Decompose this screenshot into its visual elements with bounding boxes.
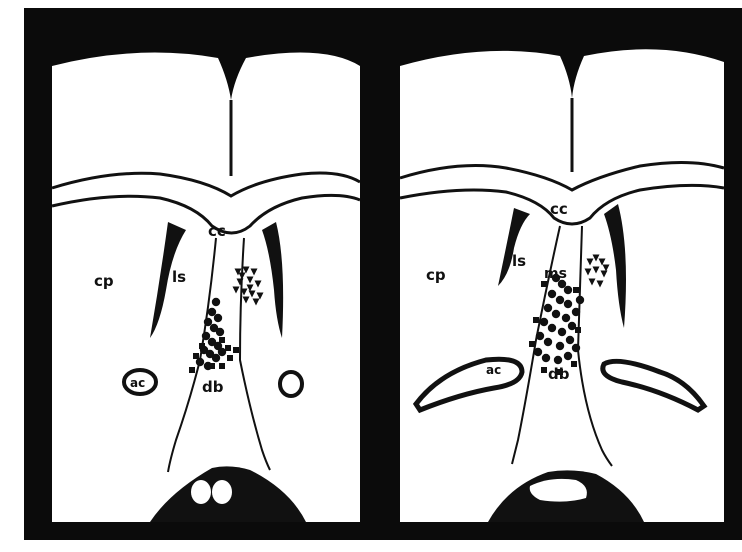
filled-circle-marker	[562, 314, 570, 322]
filled-square-marker	[225, 345, 231, 351]
filled-circle-marker	[540, 318, 548, 326]
filled-circle-marker	[556, 296, 564, 304]
filled-circle-marker	[566, 336, 574, 344]
filled-circle-marker	[214, 314, 222, 322]
filled-circle-marker	[576, 296, 584, 304]
filled-circle-marker	[548, 290, 556, 298]
filled-square-marker	[557, 369, 563, 375]
filled-square-marker	[529, 341, 535, 347]
filled-circle-marker	[208, 308, 216, 316]
left-label-db: db	[202, 378, 224, 396]
filled-square-marker	[571, 361, 577, 367]
filled-circle-marker	[556, 342, 564, 350]
filled-circle-marker	[544, 338, 552, 346]
left-base-opening-right	[212, 480, 232, 504]
filled-circle-marker	[564, 352, 572, 360]
left-label-ac: ac	[130, 376, 145, 390]
filled-square-marker	[541, 367, 547, 373]
filled-circle-marker	[552, 274, 560, 282]
filled-circle-marker	[564, 300, 572, 308]
filled-circle-marker	[572, 308, 580, 316]
filled-circle-marker	[558, 328, 566, 336]
left-label-ls: ls	[172, 268, 186, 286]
filled-square-marker	[209, 363, 215, 369]
filled-square-marker	[573, 287, 579, 293]
filled-square-marker	[189, 367, 195, 373]
filled-circle-marker	[202, 332, 210, 340]
filled-circle-marker	[536, 332, 544, 340]
filled-circle-marker	[544, 304, 552, 312]
filled-circle-marker	[218, 348, 226, 356]
filled-circle-marker	[196, 358, 204, 366]
filled-circle-marker	[212, 298, 220, 306]
right-label-cc: cc	[550, 200, 568, 218]
filled-circle-marker	[534, 348, 542, 356]
filled-square-marker	[233, 347, 239, 353]
filled-circle-marker	[564, 286, 572, 294]
filled-circle-marker	[216, 328, 224, 336]
filled-square-marker	[219, 337, 225, 343]
filled-circle-marker	[558, 280, 566, 288]
filled-circle-marker	[212, 354, 220, 362]
left-panel: cc cp ls ac db	[52, 53, 360, 522]
right-label-ac: ac	[486, 363, 501, 377]
right-label-cp: cp	[426, 266, 446, 284]
right-panel: cc cp ls ms ac db	[400, 49, 724, 522]
filled-circle-marker	[204, 318, 212, 326]
filled-circle-marker	[552, 310, 560, 318]
left-anterior-commissure-right	[280, 372, 302, 396]
filled-circle-marker	[542, 354, 550, 362]
filled-circle-marker	[548, 324, 556, 332]
filled-circle-marker	[572, 344, 580, 352]
left-base-opening-left	[191, 480, 211, 504]
filled-circle-marker	[554, 356, 562, 364]
left-label-cc: cc	[208, 222, 226, 240]
filled-circle-marker	[568, 322, 576, 330]
left-label-cp: cp	[94, 272, 114, 290]
right-label-ls: ls	[512, 252, 526, 270]
filled-square-marker	[199, 343, 205, 349]
filled-square-marker	[227, 355, 233, 361]
filled-square-marker	[219, 363, 225, 369]
filled-square-marker	[533, 317, 539, 323]
filled-square-marker	[575, 327, 581, 333]
filled-square-marker	[193, 353, 199, 359]
filled-square-marker	[541, 281, 547, 287]
